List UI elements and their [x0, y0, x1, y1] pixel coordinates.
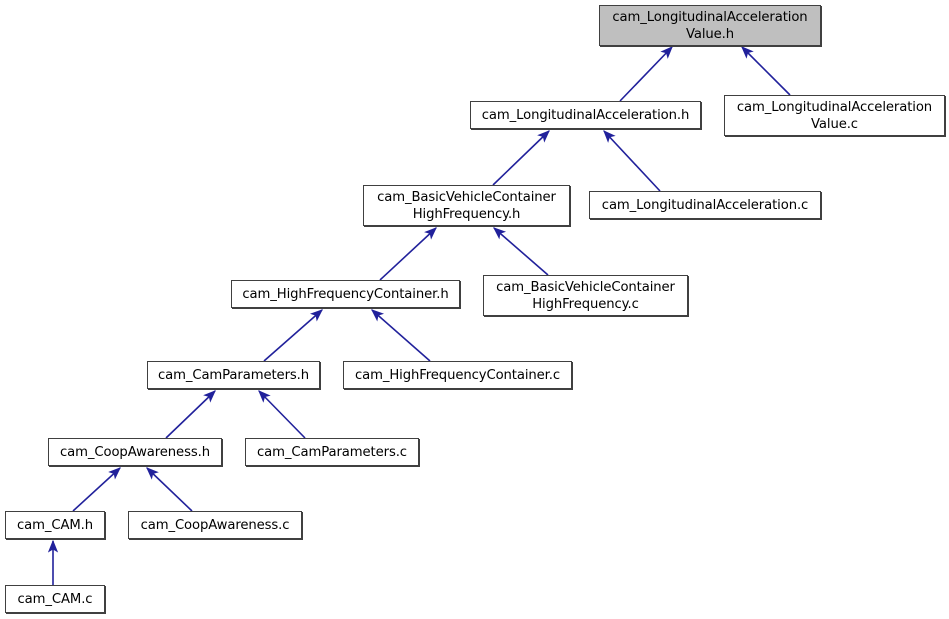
graph-node[interactable]: cam_HighFrequencyContainer.h: [231, 280, 460, 308]
graph-node[interactable]: cam_BasicVehicleContainer HighFrequency.…: [363, 185, 570, 226]
graph-node-label: cam_LongitudinalAcceleration.c: [601, 197, 809, 213]
dependency-edge: [492, 130, 550, 186]
dependency-edge: [165, 390, 216, 439]
dependency-edge: [619, 46, 673, 102]
graph-node-label: cam_CoopAwareness.h: [60, 444, 210, 460]
graph-node-label: cam_CoopAwareness.c: [140, 517, 290, 533]
graph-node-label: cam_CAM.h: [16, 517, 94, 533]
graph-node[interactable]: cam_CoopAwareness.c: [128, 511, 302, 539]
graph-node[interactable]: cam_CoopAwareness.h: [48, 438, 222, 466]
graph-node-label: cam_CamParameters.c: [257, 444, 407, 460]
dependency-edge: [371, 309, 431, 362]
graph-node[interactable]: cam_CAM.h: [5, 511, 105, 539]
dependency-edge: [146, 467, 193, 512]
graph-node-label: cam_LongitudinalAcceleration Value.h: [612, 9, 808, 42]
graph-node-label: cam_HighFrequencyContainer.c: [354, 367, 561, 383]
graph-node-label: cam_HighFrequencyContainer.h: [242, 286, 449, 302]
graph-node-label: cam_BasicVehicleContainer HighFrequency.…: [496, 279, 675, 312]
graph-node[interactable]: cam_CAM.c: [5, 585, 105, 613]
graph-node[interactable]: cam_LongitudinalAcceleration.c: [589, 191, 821, 219]
dependency-edge: [258, 390, 306, 439]
dependency-edge: [263, 309, 323, 362]
dependency-edge: [603, 130, 661, 192]
graph-node[interactable]: cam_LongitudinalAcceleration Value.c: [724, 95, 945, 136]
graph-node[interactable]: cam_HighFrequencyContainer.c: [343, 361, 572, 389]
graph-node-label: cam_CamParameters.h: [157, 367, 310, 383]
graph-node-label: cam_LongitudinalAcceleration Value.c: [736, 99, 933, 132]
dependency-edge: [72, 467, 121, 512]
graph-node[interactable]: cam_CamParameters.c: [245, 438, 419, 466]
dependency-edge: [379, 227, 437, 281]
graph-node-label: cam_CAM.c: [17, 591, 93, 607]
graph-node-label: cam_LongitudinalAcceleration.h: [481, 107, 690, 123]
dependency-edge: [493, 227, 549, 276]
graph-node[interactable]: cam_BasicVehicleContainer HighFrequency.…: [483, 275, 688, 316]
graph-node[interactable]: cam_LongitudinalAcceleration.h: [470, 101, 701, 129]
graph-node-root[interactable]: cam_LongitudinalAcceleration Value.h: [599, 5, 821, 46]
graph-node[interactable]: cam_CamParameters.h: [147, 361, 320, 389]
graph-node-label: cam_BasicVehicleContainer HighFrequency.…: [377, 189, 556, 222]
dependency-edge: [741, 46, 791, 96]
